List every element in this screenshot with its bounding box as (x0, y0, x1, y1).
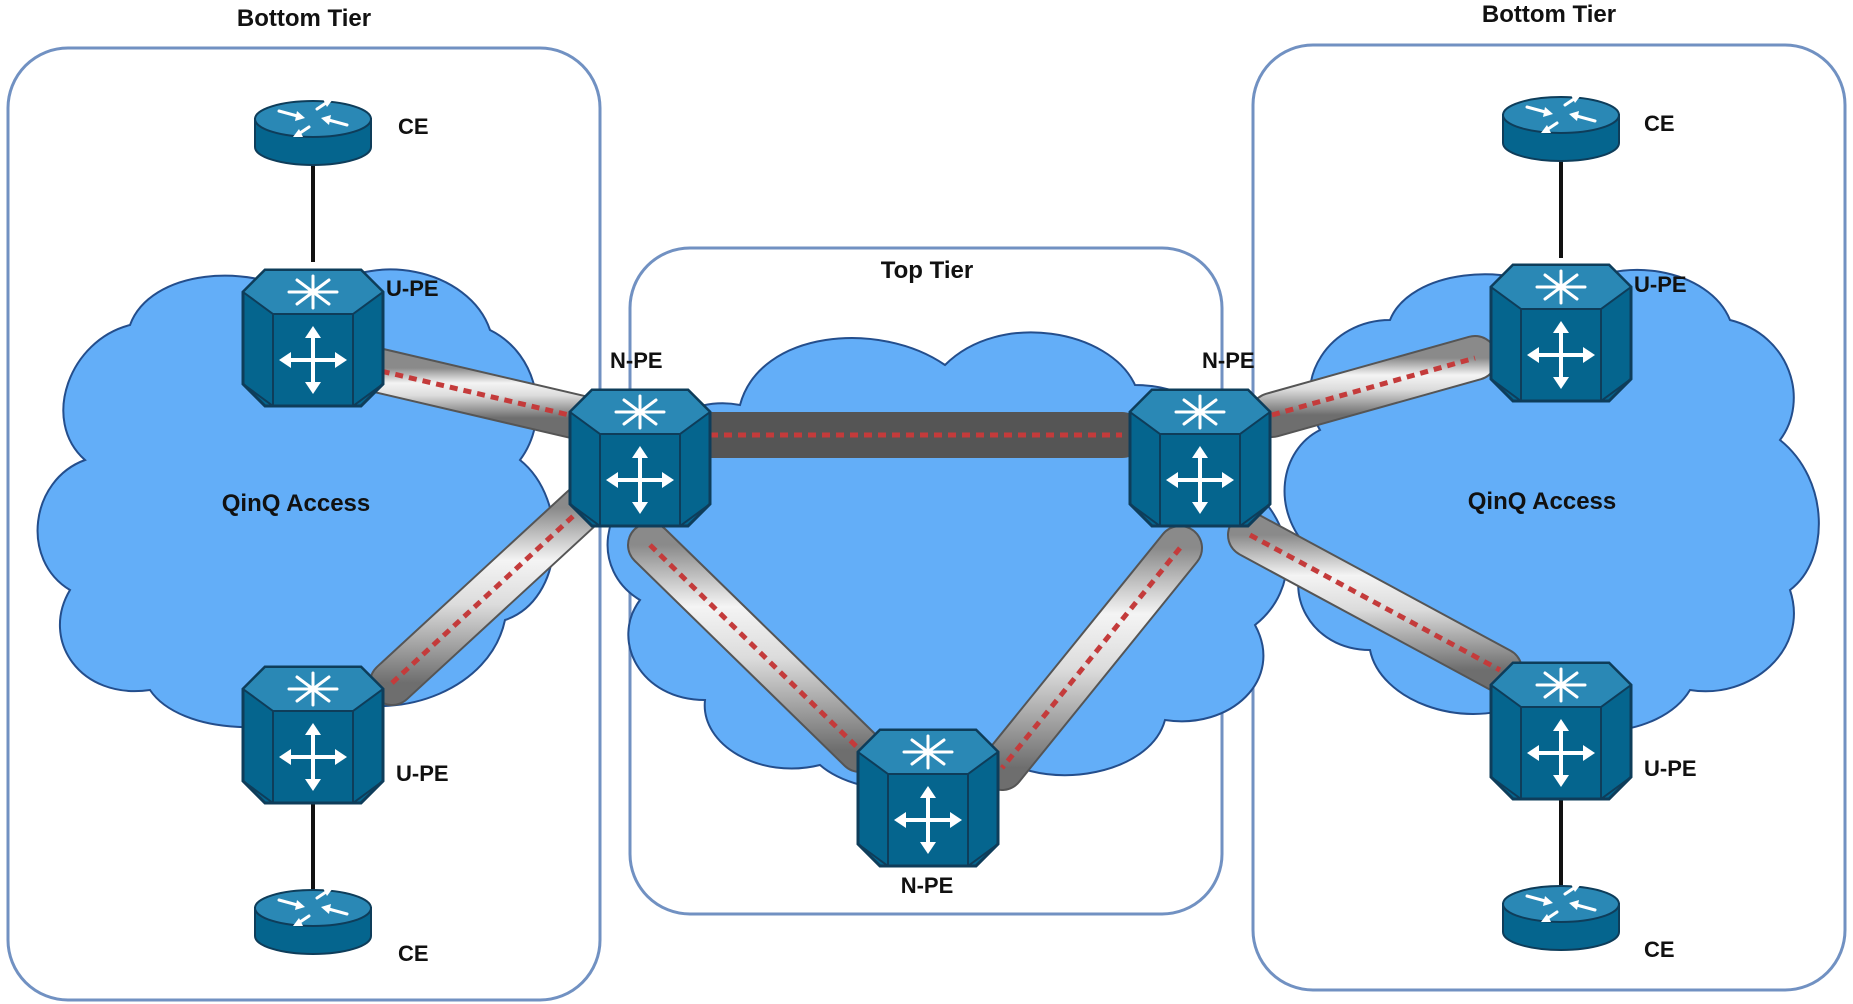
switch-icon[interactable] (568, 388, 712, 528)
right-ce-top-label: CE (1644, 111, 1675, 136)
right-ce-bottom-label: CE (1644, 937, 1675, 962)
right-upe-bottom-label: U-PE (1644, 756, 1697, 781)
tunnel-npe-left-to-npe-bottom (627, 522, 883, 773)
tunnel-left-upe-top-to-npe-left (345, 345, 605, 441)
router-icon[interactable] (1501, 882, 1621, 952)
tunnel-npe-right-to-right-upe-top (1249, 335, 1498, 438)
router-icon[interactable] (253, 886, 373, 956)
qinq-access-right-label: QinQ Access (1468, 488, 1617, 515)
router-icon[interactable] (1501, 93, 1621, 163)
switch-icon[interactable] (1128, 388, 1272, 528)
tunnel-npe-right-to-npe-bottom (979, 525, 1203, 791)
bottom-tier-right-title: Bottom Tier (1482, 1, 1616, 28)
top-tier-title: Top Tier (881, 257, 973, 284)
npe-bottom-label: N-PE (901, 873, 954, 898)
switch-icon[interactable] (1489, 263, 1633, 403)
switch-icon[interactable] (241, 268, 385, 408)
left-upe-top-label: U-PE (386, 276, 439, 301)
left-ce-bottom-label: CE (398, 941, 429, 966)
left-ce-top-label: CE (398, 114, 429, 139)
npe-left-label: N-PE (610, 348, 663, 373)
switch-icon[interactable] (1489, 661, 1633, 801)
router-icon[interactable] (253, 97, 373, 167)
npe-right-label: N-PE (1202, 348, 1255, 373)
right-upe-top-label: U-PE (1634, 272, 1687, 297)
left-upe-bottom-label: U-PE (396, 761, 449, 786)
tunnel-left-upe-bottom-to-npe-left (369, 485, 605, 706)
qinq-access-left-label: QinQ Access (222, 490, 371, 517)
switch-icon[interactable] (856, 728, 1000, 868)
switch-icon[interactable] (241, 665, 385, 805)
bottom-tier-left-title: Bottom Tier (237, 5, 371, 32)
tunnel-npe-right-to-right-upe-bottom (1227, 512, 1523, 693)
